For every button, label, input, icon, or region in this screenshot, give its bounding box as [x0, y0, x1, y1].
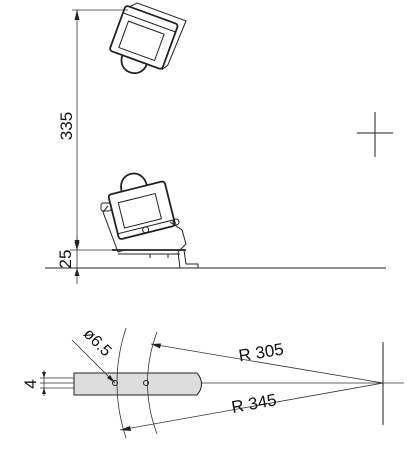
- center-cross-mark: [357, 112, 393, 157]
- mounting-bar: [73, 372, 202, 396]
- radius-r305-label: R 305: [237, 340, 285, 366]
- side-view: 335 25: [45, 2, 393, 284]
- bottom-device: [100, 172, 199, 269]
- arc-r305: [147, 331, 158, 435]
- hole-outer: [143, 380, 149, 386]
- dimension-4: 4: [21, 370, 74, 396]
- hole-inner: [112, 380, 118, 386]
- dimension-335: 335: [57, 10, 80, 250]
- hole-diameter-label: ø6.5: [80, 325, 115, 360]
- radius-r345-label: R 345: [230, 390, 278, 417]
- dimension-25: 25: [56, 236, 80, 284]
- dimension-335-label: 335: [57, 112, 76, 140]
- dimension-25-label: 25: [56, 250, 75, 269]
- plan-view: R 305 R 345 ø6.5 4: [21, 325, 404, 439]
- arc-r345: [116, 327, 127, 439]
- dimension-4-label: 4: [21, 379, 40, 388]
- top-device: [109, 2, 187, 75]
